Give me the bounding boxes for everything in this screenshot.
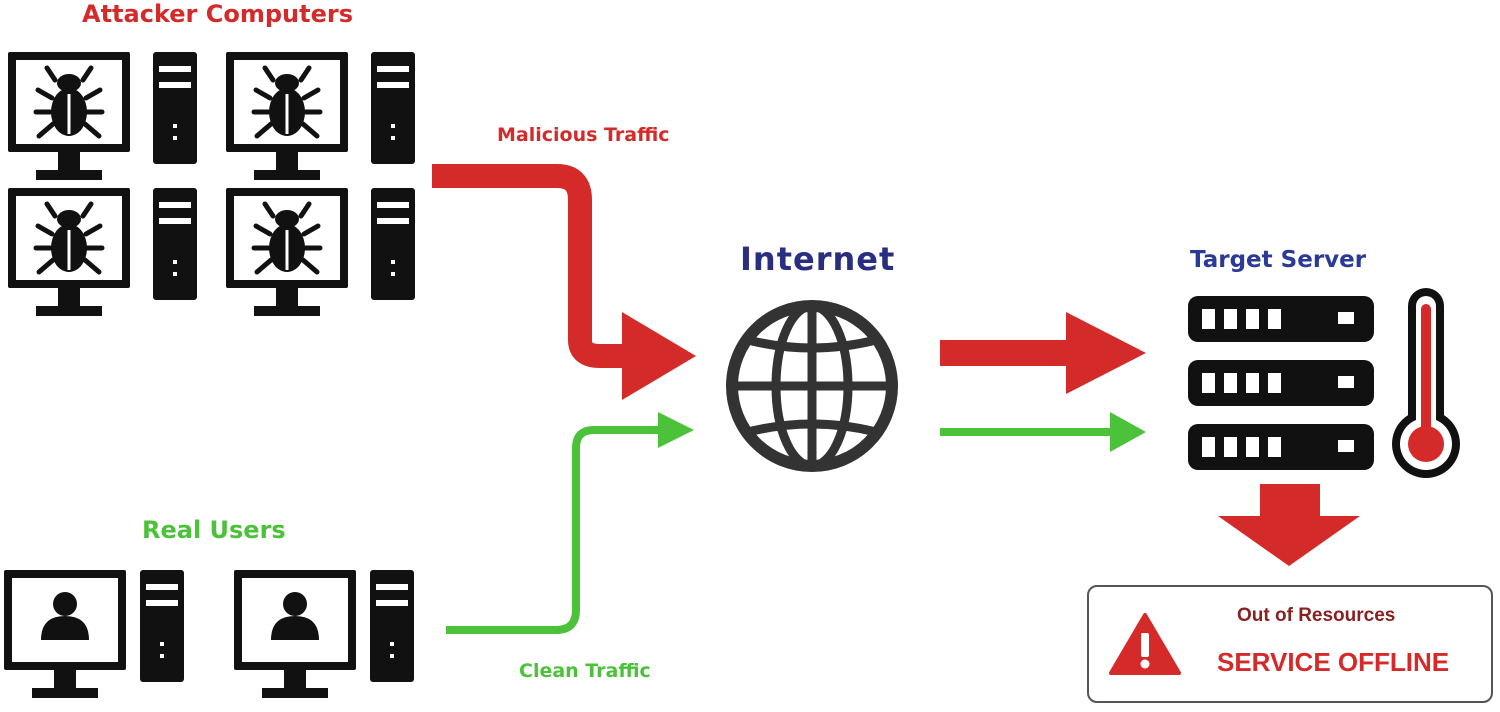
malicious-traffic-arrow: [432, 164, 696, 400]
target-server-title: Target Server: [1190, 247, 1367, 273]
status-service-offline: SERVICE OFFLINE: [1217, 647, 1450, 677]
server-icon: [1188, 296, 1374, 470]
status-out-of-resources: Out of Resources: [1237, 605, 1396, 626]
down-arrow: [1218, 484, 1360, 566]
real-users-title: Real Users: [142, 516, 286, 544]
user-computer-2: [234, 570, 414, 698]
attacker-computer-2: [226, 52, 415, 180]
clean-to-server-arrow: [940, 412, 1146, 452]
malicious-to-server-arrow: [940, 312, 1146, 394]
user-computer-1: [4, 570, 184, 698]
internet-title: Internet: [740, 240, 896, 278]
status-box: Out of Resources SERVICE OFFLINE: [1087, 585, 1493, 703]
thermometer-icon: [1392, 288, 1460, 478]
warning-icon: [1109, 613, 1181, 675]
attacker-computer-1: [8, 52, 197, 180]
malicious-traffic-label: Malicious Traffic: [497, 124, 670, 146]
attackers-title: Attacker Computers: [82, 0, 353, 28]
globe-icon: [726, 300, 898, 472]
clean-traffic-label: Clean Traffic: [519, 660, 651, 682]
attacker-computer-4: [226, 188, 415, 316]
clean-traffic-arrow: [446, 412, 694, 634]
attacker-computer-3: [8, 188, 197, 316]
